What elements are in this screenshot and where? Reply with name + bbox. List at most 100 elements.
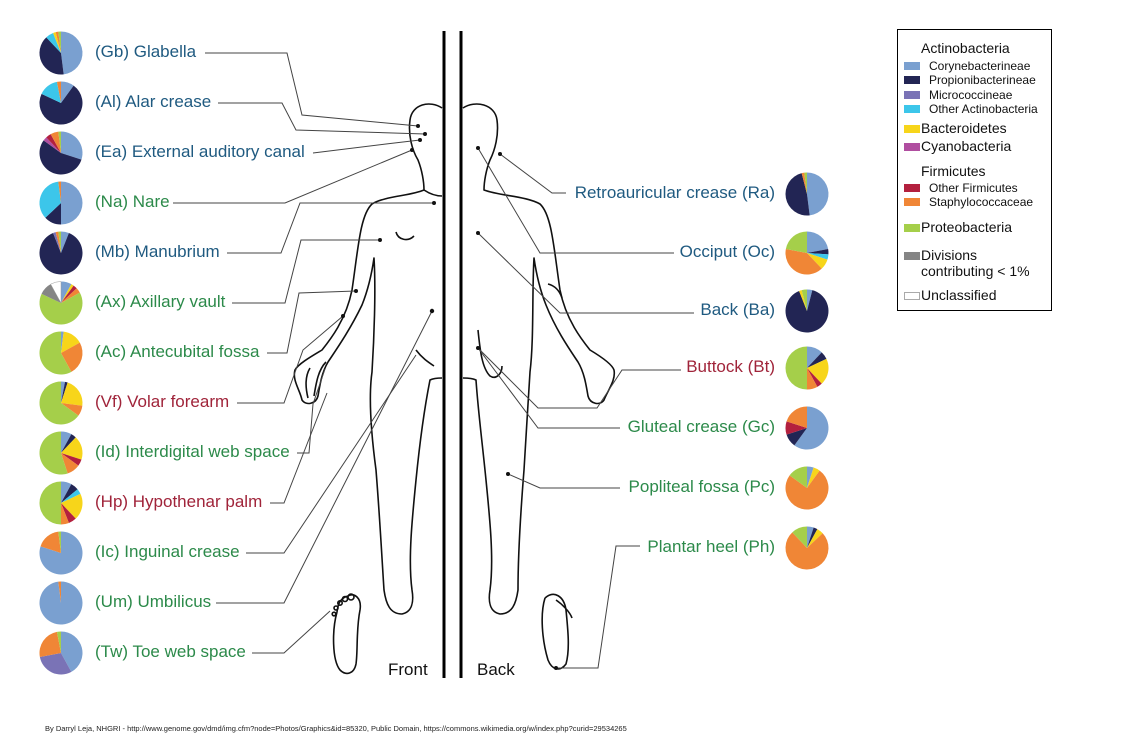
site-label-ea: (Ea) External auditory canal <box>95 142 305 161</box>
legend-heading-5: Divisions <box>921 247 978 263</box>
pie-hp <box>39 481 83 525</box>
pie-ea-slice-cyanobacteria <box>43 137 61 153</box>
pie-ic-slice-corynebacterineae <box>39 531 83 575</box>
pie-gb-slice-bacteroidetes <box>53 32 61 53</box>
pie-al <box>39 81 83 125</box>
pie-mb-slice-staphylococcaceae <box>55 231 61 253</box>
pie-gb-slice-proteobacteria <box>58 31 61 53</box>
pie-ic-slice-proteobacteria <box>58 531 61 553</box>
legend-item-micrococcineae: Micrococcineae <box>929 88 1013 102</box>
image-credit: By Darryl Leja, NHGRI - http://www.genom… <box>45 724 627 733</box>
pie-na-slice-propionibacterineae <box>45 203 61 225</box>
pie-ax <box>39 281 83 325</box>
site-label-id: (Id) Interdigital web space <box>95 442 290 461</box>
pie-oc-slice-corynebacterineae <box>807 231 829 253</box>
pie-ax-slice-bacteroidetes <box>61 284 74 303</box>
legend-heading-5-line2: contributing < 1% <box>921 263 1030 279</box>
pie-id-slice-bacteroidetes <box>61 437 83 460</box>
pie-ra-slice-propionibacterineae <box>785 173 810 216</box>
pie-al-slice-corynebacterineae <box>61 81 74 103</box>
pie-um-slice-corynebacterineae <box>39 581 83 625</box>
pie-gc-slice-propionibacterineae <box>786 428 807 446</box>
pie-bt-slice-corynebacterineae <box>807 346 822 368</box>
legend-swatch-micrococcineae <box>904 91 920 99</box>
pie-oc-slice-staphylococcaceae <box>785 248 822 275</box>
pie-tw-slice-corynebacterineae <box>61 631 83 672</box>
pie-ph-slice-bacteroidetes <box>807 529 823 548</box>
pie-charts <box>39 31 829 675</box>
site-label-ba: Back (Ba) <box>700 300 775 319</box>
pie-na-slice-other_actinobacteria <box>39 181 61 218</box>
pie-mb-slice-proteobacteria <box>58 231 61 253</box>
pie-hp-slice-propionibacterineae <box>61 484 78 503</box>
pie-tw-slice-micrococcineae <box>39 653 72 675</box>
legend-item-other_firmicutes: Other Firmicutes <box>929 181 1018 195</box>
pie-bt-slice-propionibacterineae <box>807 352 827 368</box>
pie-gc-slice-corynebacterineae <box>794 406 829 450</box>
pie-gb-slice-other_actinobacteria <box>46 33 61 53</box>
pie-oc-slice-other_actinobacteria <box>807 253 829 260</box>
pie-tw-slice-proteobacteria <box>56 631 61 653</box>
pie-mb <box>39 231 83 275</box>
pie-gc-slice-staphylococcaceae <box>786 406 807 428</box>
pie-na-slice-staphylococcaceae <box>58 181 61 203</box>
pie-tw-slice-staphylococcaceae <box>39 631 61 658</box>
legend-heading-6: Unclassified <box>921 287 997 303</box>
pie-al-slice-other_actinobacteria <box>41 81 61 103</box>
pie-ba-slice-corynebacterineae <box>807 289 813 311</box>
pie-ra-slice-corynebacterineae <box>807 172 829 216</box>
pie-vf-slice-propionibacterineae <box>61 381 68 403</box>
legend-swatch-other_actinobacteria <box>904 105 920 113</box>
pie-ax-slice-other_firmicutes <box>61 285 77 303</box>
site-label-hp: (Hp) Hypothenar palm <box>95 492 263 511</box>
pie-ea-slice-propionibacterineae <box>39 140 82 175</box>
pie-hp-slice-staphylococcaceae <box>61 503 69 525</box>
pie-pc-slice-bacteroidetes <box>807 467 820 488</box>
site-label-bt: Buttock (Bt) <box>686 357 775 376</box>
pie-pc-slice-proteobacteria <box>789 466 807 488</box>
pie-id-slice-proteobacteria <box>39 431 68 475</box>
pie-ac-slice-staphylococcaceae <box>61 342 83 372</box>
pie-bt <box>785 346 829 390</box>
legend-heading-0: Actinobacteria <box>921 40 1010 56</box>
pie-ea-slice-other_firmicutes <box>46 134 61 153</box>
pie-ax-slice-staphylococcaceae <box>61 288 80 303</box>
pie-vf-slice-staphylococcaceae <box>61 403 83 416</box>
legend-swatch-bacteroidetes <box>904 125 920 133</box>
pie-um-slice-staphylococcaceae <box>58 581 61 603</box>
site-label-um: (Um) Umbilicus <box>95 592 212 611</box>
pie-pc-slice-corynebacterineae <box>807 466 814 488</box>
pie-hp-slice-corynebacterineae <box>61 481 72 503</box>
legend-item-propionibacterineae: Propionibacterineae <box>929 73 1036 87</box>
pie-ph-slice-proteobacteria <box>792 526 807 548</box>
pie-gb-slice-propionibacterineae <box>39 37 64 75</box>
pie-ba-slice-bacteroidetes <box>799 290 807 311</box>
pie-ra <box>785 172 829 216</box>
pie-vf-slice-proteobacteria <box>39 381 79 425</box>
pie-hp-slice-other_firmicutes <box>61 503 76 523</box>
pie-tw <box>39 631 83 675</box>
pie-ic-slice-staphylococcaceae <box>40 531 61 553</box>
pie-gc-slice-other_firmicutes <box>785 421 807 435</box>
pie-id-slice-corynebacterineae <box>61 431 72 453</box>
site-label-ph: Plantar heel (Ph) <box>647 537 775 556</box>
pie-bt-slice-staphylococcaceae <box>807 368 818 390</box>
pie-oc-slice-proteobacteria <box>785 231 807 253</box>
legend-swatch-unclassified <box>904 292 920 300</box>
pie-ac-slice-bacteroidetes <box>61 331 80 353</box>
pie-gb <box>39 31 83 75</box>
pie-ba <box>785 289 829 333</box>
site-label-gc: Gluteal crease (Gc) <box>627 417 775 436</box>
site-label-vf: (Vf) Volar forearm <box>95 392 230 411</box>
pie-gc <box>785 406 829 450</box>
legend-swatch-divisions_lt1 <box>904 252 920 260</box>
back-view-label: Back <box>477 660 515 679</box>
pie-ea-slice-corynebacterineae <box>61 131 83 160</box>
pie-gb-slice-staphylococcaceae <box>55 31 61 53</box>
front-view-label: Front <box>388 660 428 679</box>
pie-vf-slice-bacteroidetes <box>61 382 83 406</box>
legend-item-staphylococcaceae: Staphylococcaceae <box>929 195 1034 209</box>
front-body-outline <box>293 103 443 615</box>
pie-ea-slice-staphylococcaceae <box>50 131 61 153</box>
